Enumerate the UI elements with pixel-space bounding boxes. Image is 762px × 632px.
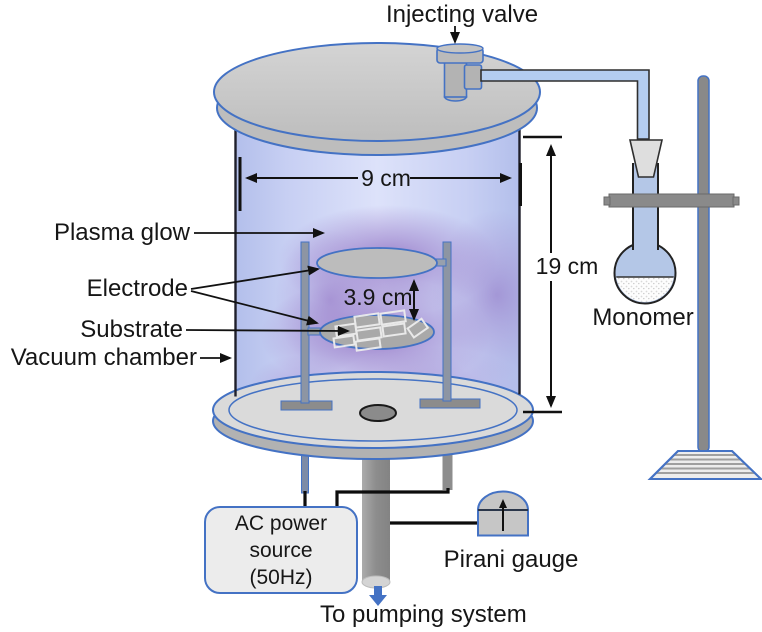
label-injecting-valve: Injecting valve	[385, 1, 539, 28]
support-posts	[280, 241, 481, 411]
dimension-label-3-9cm: 3.9 cm	[343, 284, 413, 310]
dimension-label-19cm: 19 cm	[535, 253, 599, 279]
chamber-base-plate	[212, 371, 534, 460]
pirani-gauge-icon	[476, 490, 530, 537]
pump-tube	[361, 441, 391, 589]
monomer-flask	[603, 139, 740, 305]
electrode-top	[316, 247, 447, 279]
dimension-label-9cm: 9 cm	[361, 165, 411, 191]
pump-flow-arrow	[369, 586, 387, 606]
stand-clamp	[603, 193, 740, 208]
label-pirani-gauge: Pirani gauge	[443, 546, 579, 573]
pump-port	[359, 404, 397, 422]
dimension-19cm	[523, 135, 562, 414]
label-plasma-glow: Plasma glow	[53, 219, 190, 246]
chamber-lid	[213, 42, 541, 156]
electrode-top-arrow	[190, 265, 320, 290]
monomer-feed-pipe	[480, 69, 650, 140]
substrate-arrow	[185, 325, 350, 336]
retort-stand	[647, 75, 762, 480]
ac-power-line3: (50Hz)	[249, 565, 313, 589]
label-to-pumping-system: To pumping system	[320, 601, 527, 628]
electrode-bottom-arrow	[190, 290, 319, 326]
ac-power-source-box: AC power source (50Hz)	[204, 506, 358, 594]
substrate-pattern	[332, 309, 430, 352]
label-electrode: Electrode	[86, 275, 188, 302]
label-monomer: Monomer	[592, 304, 694, 331]
flask-stopper	[628, 139, 664, 178]
label-vacuum-chamber: Vacuum chamber	[10, 344, 197, 371]
dimension-9cm	[238, 157, 522, 211]
label-substrate: Substrate	[80, 316, 183, 343]
ac-power-line2: source	[249, 538, 313, 562]
label-arrows	[185, 26, 460, 363]
injecting-valve-body	[436, 43, 484, 102]
ac-power-line1: AC power	[234, 511, 328, 535]
